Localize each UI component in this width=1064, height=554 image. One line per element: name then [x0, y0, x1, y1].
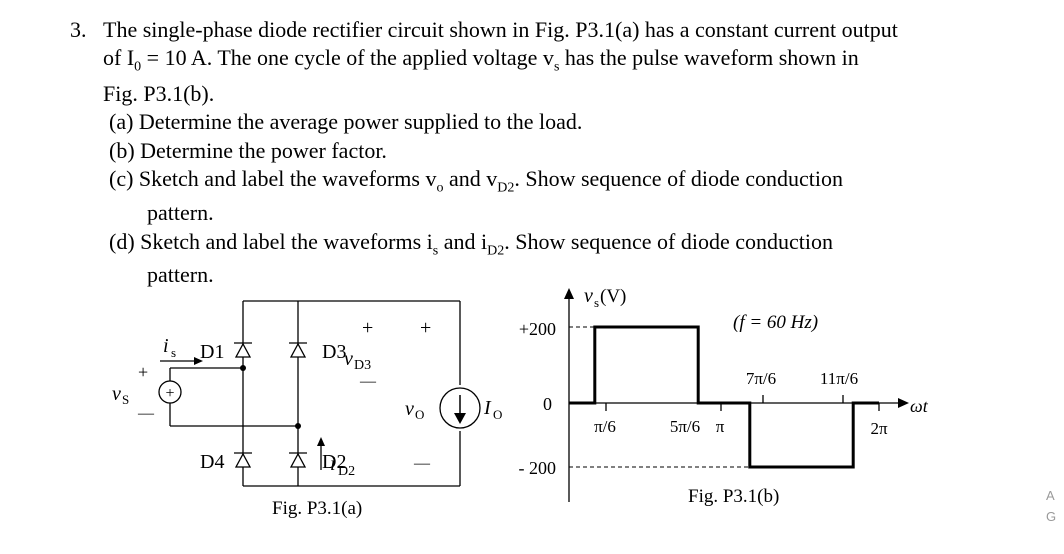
junction-dot-left [240, 365, 246, 371]
ac-source-symbol [158, 380, 182, 404]
part-c-mid: and v [443, 166, 498, 191]
label-is: i [163, 335, 169, 357]
problem-line-1: The single-phase diode rectifier circuit… [103, 17, 898, 42]
part-c-text: Sketch and label the waveforms v [138, 166, 437, 191]
y-axis-arrow-icon [564, 288, 574, 299]
y-tick-label-zero: 0 [543, 394, 552, 414]
id2-arrow-head [317, 437, 325, 446]
part-d-mid: and i [438, 229, 488, 254]
part-b-text: Determine the power factor. [140, 138, 387, 163]
overlay-letter-a: A [1046, 488, 1055, 503]
diode-d1-symbol [234, 342, 252, 358]
label-io: I [483, 397, 492, 419]
x-tick-label-pi: π [716, 417, 725, 436]
waveform-plot: +200 0 - 200 π/6 5π/6 π 2π 7π/6 11π/6 v … [519, 285, 929, 507]
x-tick-label-5pi-6: 5π/6 [670, 417, 700, 436]
part-d-text: Sketch and label the waveforms i [140, 229, 433, 254]
x-tick-label-pi-6: π/6 [594, 417, 616, 436]
part-d: (d) Sketch and label the waveforms is an… [109, 229, 833, 264]
text-applied-voltage: = 10 A. The one cycle of the applied vol… [141, 45, 554, 70]
part-c-sub-2: D2 [497, 180, 515, 196]
part-a-text: Determine the average power supplied to … [138, 109, 583, 134]
label-vs-plus: + [138, 362, 148, 382]
problem-line-2: of I0 = 10 A. The one cycle of the appli… [103, 45, 859, 80]
diode-d4-symbol [234, 452, 252, 468]
label-vs: v [112, 383, 121, 405]
y-axis-unit: (V) [600, 286, 626, 307]
label-vs-minus: — [137, 405, 155, 422]
label-d1: D1 [200, 341, 224, 363]
part-d-label: (d) [109, 229, 135, 254]
label-vd3: v [344, 348, 353, 370]
vs-waveform-series [569, 325, 879, 469]
x-tick-label-2pi: 2π [870, 419, 888, 438]
part-d-sub-2: D2 [487, 243, 505, 259]
part-c-label: (c) [109, 166, 134, 191]
y-tick-label-minus200: - 200 [519, 458, 557, 478]
label-vo-sub: O [415, 407, 424, 422]
overlay-letter-g: G [1046, 509, 1057, 524]
part-c-continued: pattern. [147, 200, 214, 225]
part-d-continued: pattern. [147, 262, 214, 287]
label-id2: i [330, 453, 336, 475]
label-vo-plus: + [420, 317, 431, 339]
y-tick-label-plus200: +200 [519, 319, 556, 339]
frequency-label: (f = 60 Hz) [733, 312, 818, 333]
label-vd3-minus: — [359, 373, 377, 390]
label-is-sub: s [171, 345, 176, 360]
part-c-sub-1: o [436, 180, 444, 196]
label-vs-sub: S [122, 392, 129, 407]
current-source-arrow-head [454, 413, 466, 424]
caption-fig-a: Fig. P3.1(a) [272, 498, 362, 519]
part-a: (a) Determine the average power supplied… [109, 109, 582, 135]
problem-number: 3. [70, 17, 87, 42]
label-d4: D4 [200, 451, 224, 473]
x-axis-label: ωt [910, 396, 929, 416]
junction-dot-right [295, 423, 301, 429]
x-tick-label-7pi-6: 7π/6 [746, 369, 776, 388]
part-c-end: . Show sequence of diode conduction [514, 166, 844, 191]
part-c: (c) Sketch and label the waveforms vo an… [109, 166, 843, 201]
diode-d3-symbol [289, 342, 307, 358]
label-id2-sub: D2 [338, 464, 355, 479]
label-d2: D2 [322, 451, 346, 473]
x-axis-arrow-icon [898, 398, 909, 408]
part-a-label: (a) [109, 109, 134, 134]
caption-fig-b: Fig. P3.1(b) [688, 486, 779, 507]
y-axis-label: v [584, 285, 593, 307]
ac-source-plus: + [165, 385, 174, 402]
part-b-label: (b) [109, 138, 135, 163]
problem-line-3: Fig. P3.1(b). [103, 81, 215, 106]
diode-d2-symbol [289, 452, 307, 468]
text-pulse-waveform: has the pulse waveform shown in [559, 45, 859, 70]
text-of-io: of I [103, 45, 135, 70]
label-vd3-sub: D3 [354, 358, 371, 373]
part-b: (b) Determine the power factor. [109, 138, 387, 164]
label-d3: D3 [322, 341, 346, 363]
part-d-sub-1: s [432, 243, 439, 259]
part-d-end: . Show sequence of diode conduction [504, 229, 833, 254]
vs-subscript: s [553, 59, 560, 75]
label-io-sub: O [493, 407, 502, 422]
x-tick-label-11pi-6: 11π/6 [820, 369, 858, 388]
label-vo: v [405, 398, 414, 420]
y-axis-label-sub: s [594, 295, 599, 310]
label-vo-minus: — [413, 455, 431, 472]
label-vd3-plus: + [362, 317, 373, 339]
io-subscript: 0 [134, 59, 142, 75]
is-arrow-head [194, 357, 203, 365]
